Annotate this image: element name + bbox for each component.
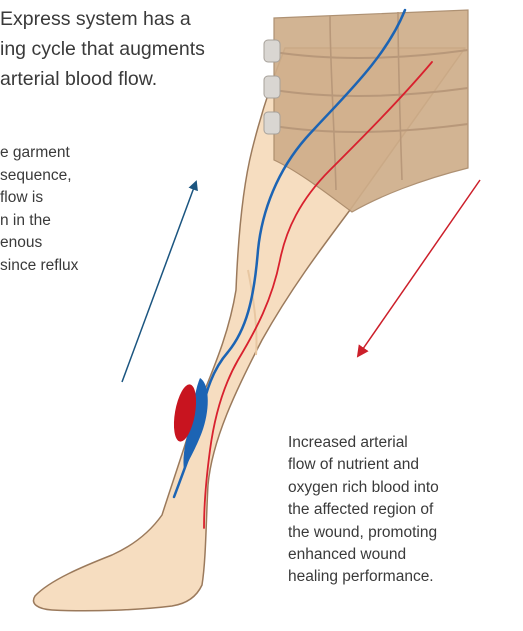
- garment-tab: [264, 112, 280, 134]
- garment-tab: [264, 76, 280, 98]
- arterial-inflow-arrow: [358, 180, 480, 356]
- venous-return-arrow: [122, 182, 196, 382]
- garment-tab: [264, 40, 280, 62]
